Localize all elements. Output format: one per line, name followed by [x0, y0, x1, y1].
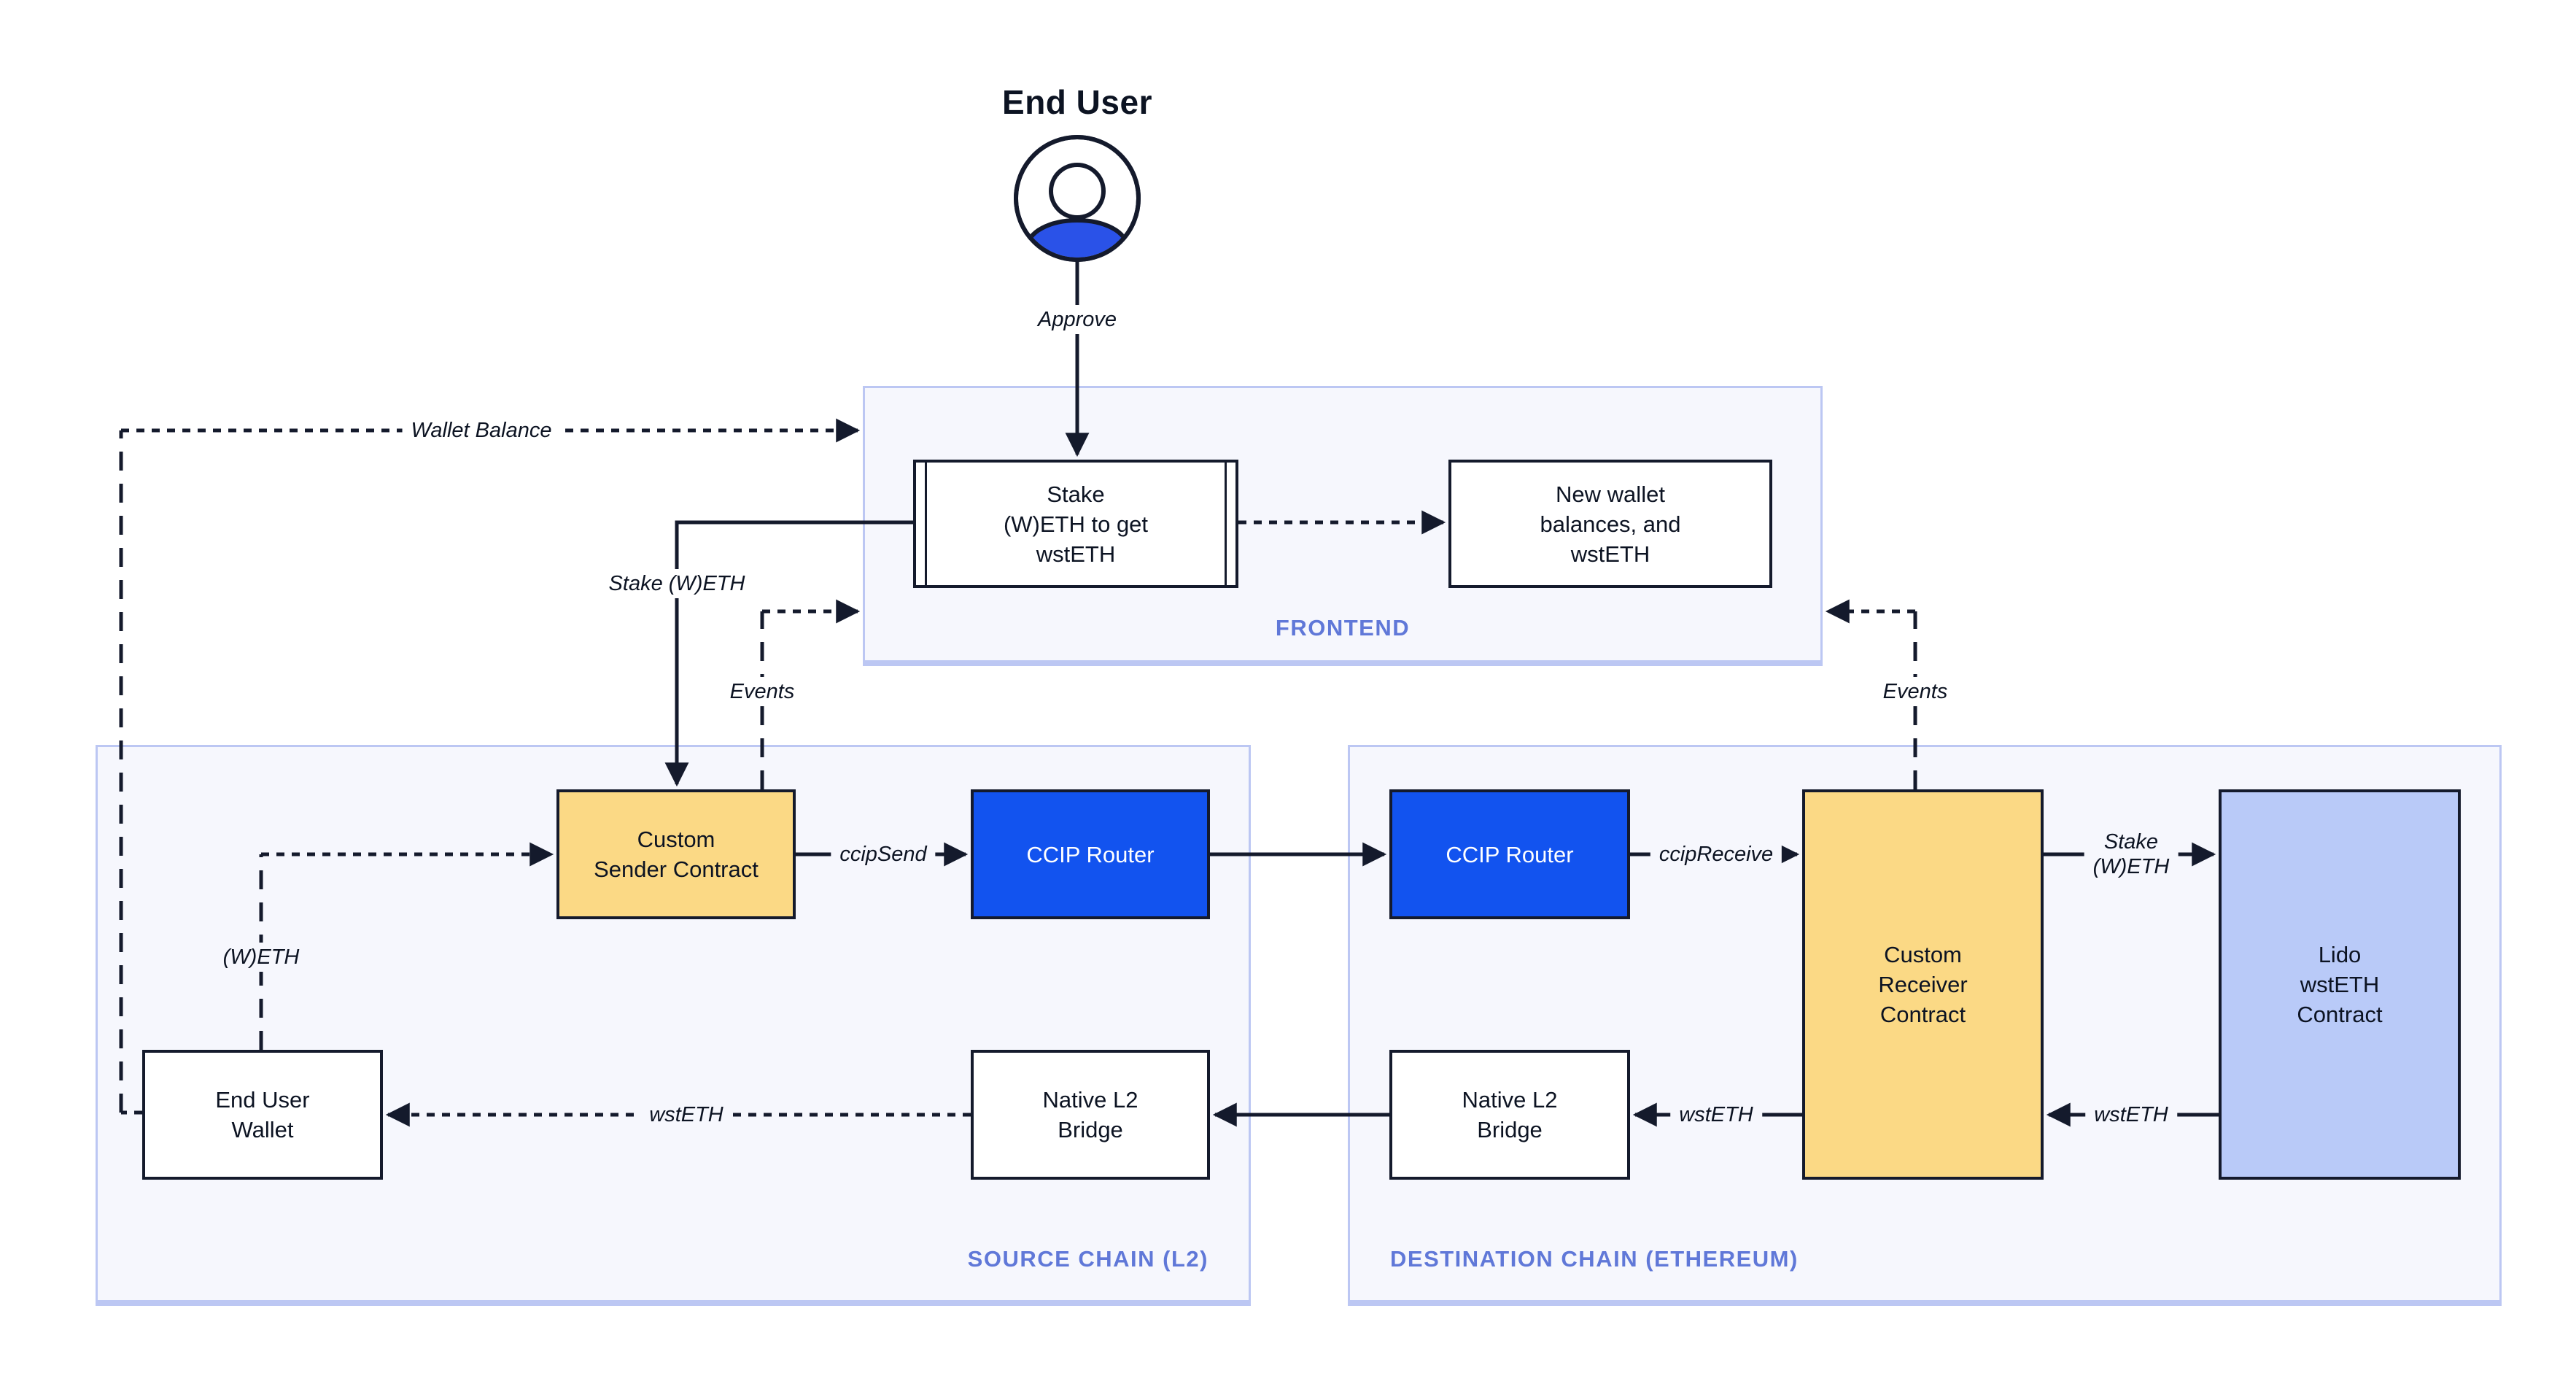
approve-label: Approve: [1028, 305, 1126, 334]
end-user-wallet-label: End User Wallet: [215, 1087, 310, 1142]
frontend-title: FRONTEND: [1275, 615, 1411, 641]
wallet-balance-label: Wallet Balance: [402, 416, 561, 445]
custom-sender-contract-box: Custom Sender Contract: [556, 789, 796, 919]
subprocess-line-right: [1225, 463, 1227, 585]
source-ccip-router-box: CCIP Router: [971, 789, 1210, 919]
events-left-label: Events: [721, 677, 804, 706]
events-right-label: Events: [1874, 677, 1957, 706]
lido-wsteth-contract-box: Lido wstETH Contract: [2219, 789, 2461, 1180]
new-balances-box: New wallet balances, and wstETH: [1448, 460, 1772, 588]
custom-sender-contract-label: Custom Sender Contract: [594, 827, 759, 882]
dest-ccip-router-label: CCIP Router: [1446, 841, 1574, 867]
end-user-wallet-box: End User Wallet: [142, 1050, 383, 1180]
stake-weth-dest-label: Stake (W)ETH: [2084, 827, 2179, 881]
stake-action-box: Stake (W)ETH to get wstETH: [913, 460, 1238, 588]
source-chain-title: SOURCE CHAIN (L2): [967, 1246, 1209, 1272]
user-icon: [1014, 135, 1141, 262]
end-user-title: End User: [1002, 83, 1152, 121]
wsteth-from-lido-label: wstETH: [2085, 1100, 2177, 1129]
ccipreceive-label: ccipReceive: [1650, 840, 1782, 869]
dest-ccip-router-box: CCIP Router: [1389, 789, 1630, 919]
stake-action-label: Stake (W)ETH to get wstETH: [1003, 481, 1149, 567]
new-balances-label: New wallet balances, and wstETH: [1540, 481, 1681, 567]
dest-native-bridge-label: Native L2 Bridge: [1462, 1087, 1558, 1142]
ccipsend-label: ccipSend: [831, 840, 936, 869]
source-native-bridge-label: Native L2 Bridge: [1042, 1087, 1138, 1142]
lido-wsteth-contract-label: Lido wstETH Contract: [2297, 942, 2383, 1027]
weth-label: (W)ETH: [214, 943, 309, 972]
dest-native-bridge-box: Native L2 Bridge: [1389, 1050, 1630, 1180]
source-ccip-router-label: CCIP Router: [1026, 841, 1155, 867]
stake-weth-label: Stake (W)ETH: [600, 569, 754, 598]
wsteth-to-bridge-label: wstETH: [1670, 1100, 1762, 1129]
custom-receiver-contract-box: Custom Receiver Contract: [1802, 789, 2044, 1180]
subprocess-line-left: [925, 463, 927, 585]
wsteth-to-wallet-label: wstETH: [640, 1100, 732, 1129]
destination-chain-title: DESTINATION CHAIN (ETHEREUM): [1390, 1246, 1799, 1272]
custom-receiver-contract-label: Custom Receiver Contract: [1878, 942, 1968, 1027]
source-native-bridge-box: Native L2 Bridge: [971, 1050, 1210, 1180]
